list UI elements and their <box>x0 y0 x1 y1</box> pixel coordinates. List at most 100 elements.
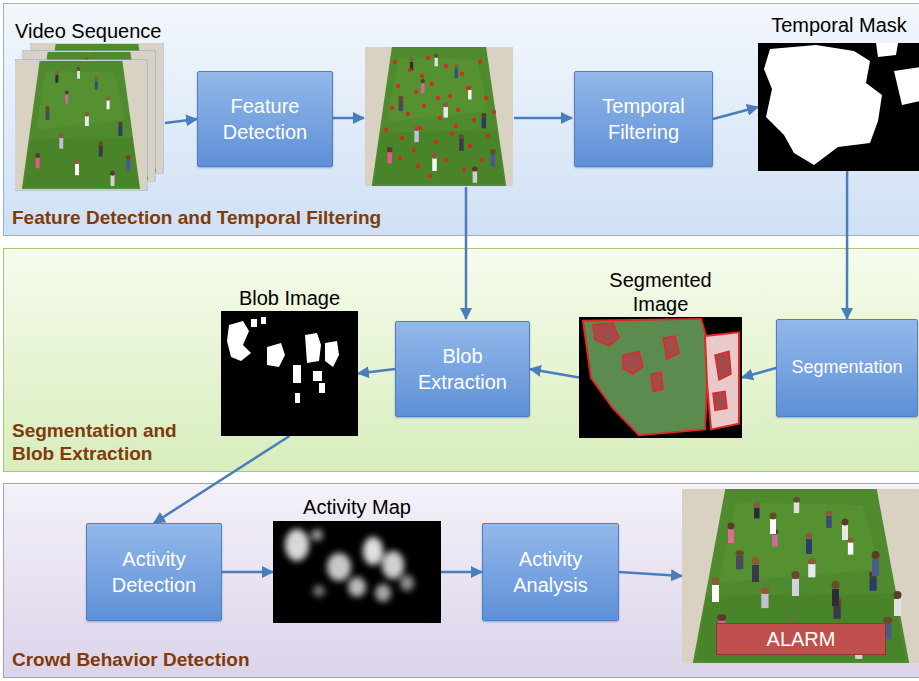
svg-polygon <box>764 45 882 165</box>
svg-circle <box>478 60 482 64</box>
svg-circle <box>462 168 466 172</box>
box-label: Activity Detection <box>87 546 221 598</box>
flow-arrow <box>846 171 849 319</box>
svg-circle <box>420 74 424 78</box>
svg-ellipse <box>285 529 309 561</box>
svg-polygon <box>593 323 619 346</box>
image-heading: Blob Image <box>221 286 358 310</box>
svg-circle <box>396 84 400 88</box>
svg-ellipse <box>400 575 414 591</box>
flow-arrow <box>358 369 395 374</box>
svg-circle <box>408 68 412 72</box>
svg-line <box>321 117 364 120</box>
box-label: Segmentation <box>785 356 908 379</box>
svg-polygon <box>305 333 321 363</box>
flow-arrow <box>742 368 776 378</box>
blob-image: Blob Image <box>221 311 358 436</box>
svg-circle <box>460 72 464 76</box>
activity-map-image: Activity Map <box>273 521 441 623</box>
svg-polygon <box>715 351 731 380</box>
svg-circle <box>436 96 440 100</box>
svg-circle <box>416 164 420 168</box>
svg-polygon <box>623 351 643 374</box>
svg-rect <box>712 585 719 602</box>
svg-circle <box>448 94 452 98</box>
flow-arrow <box>154 436 290 523</box>
box-label: Activity Analysis <box>483 546 618 598</box>
svg-rect <box>758 43 919 171</box>
stage-label: Crowd Behavior Detection <box>12 648 250 672</box>
box-label: Temporal Filtering <box>575 93 712 145</box>
activity-map <box>273 521 441 623</box>
svg-circle <box>456 108 460 112</box>
svg-rect <box>792 579 799 596</box>
blob-image <box>221 311 358 436</box>
stage-label: Feature Detection and Temporal Filtering <box>12 206 381 230</box>
svg-rect <box>806 539 812 554</box>
svg-circle <box>444 158 448 162</box>
svg-circle <box>414 90 418 94</box>
box-label: Feature Detection <box>198 93 332 145</box>
image-heading: Segmented Image <box>601 268 721 316</box>
temporal-mask <box>758 43 919 171</box>
svg-polygon <box>705 332 739 429</box>
svg-circle <box>770 513 777 520</box>
svg-rect <box>319 383 325 393</box>
svg-circle <box>450 132 454 136</box>
svg-circle <box>400 136 404 140</box>
svg-circle <box>792 571 800 579</box>
flow-arrow <box>441 571 482 574</box>
svg-line <box>514 117 572 120</box>
svg-circle <box>398 156 402 160</box>
stage-label: Segmentation and Blob Extraction <box>12 419 224 467</box>
process-box: Segmentation <box>776 319 918 417</box>
svg-rect <box>752 565 759 582</box>
svg-circle <box>428 174 432 178</box>
svg-circle <box>728 523 735 530</box>
box-label: Blob Extraction <box>396 343 529 395</box>
stage-band: Segmentation and Blob Extraction Blob Im… <box>3 248 919 472</box>
svg-polygon <box>267 343 285 367</box>
image-heading: Video Sequence <box>15 19 165 43</box>
svg-circle <box>486 134 490 138</box>
svg-rect <box>579 317 742 438</box>
stage-band: Crowd Behavior Detection Activity Detecti… <box>3 483 919 678</box>
svg-use <box>682 489 919 663</box>
process-box: Temporal Filtering <box>574 71 713 167</box>
svg-polygon <box>227 321 251 361</box>
video-frames <box>15 43 165 191</box>
svg-line <box>465 187 468 319</box>
svg-circle <box>872 551 880 559</box>
layout-arrows <box>321 118 572 319</box>
svg-rect <box>894 599 901 616</box>
svg-rect <box>261 317 266 324</box>
svg-circle <box>430 82 434 86</box>
svg-g <box>593 323 731 411</box>
svg-circle <box>484 96 488 100</box>
flow-arrow <box>165 119 197 123</box>
svg-ellipse <box>375 584 391 602</box>
svg-circle <box>426 56 430 60</box>
svg-polygon <box>651 372 663 391</box>
svg-circle <box>492 110 496 114</box>
svg-circle <box>832 581 840 589</box>
svg-rect <box>273 521 441 623</box>
svg-circle <box>468 144 472 148</box>
svg-circle <box>842 519 849 526</box>
svg-circle <box>434 140 438 144</box>
svg-rect <box>770 519 776 534</box>
svg-polygon <box>894 67 919 105</box>
process-box: Blob Extraction <box>395 321 530 417</box>
image-heading: Activity Map <box>273 495 441 519</box>
process-box: Activity Analysis <box>482 523 619 621</box>
svg-circle <box>422 104 426 108</box>
svg-rect <box>842 525 848 540</box>
svg-circle <box>384 128 388 132</box>
svg-rect <box>293 365 301 383</box>
svg-rect <box>313 371 322 381</box>
svg-g <box>227 317 339 403</box>
svg-circle <box>444 64 448 68</box>
svg-rect <box>15 60 147 190</box>
flow-arrow <box>619 572 682 576</box>
svg-g <box>285 529 414 602</box>
